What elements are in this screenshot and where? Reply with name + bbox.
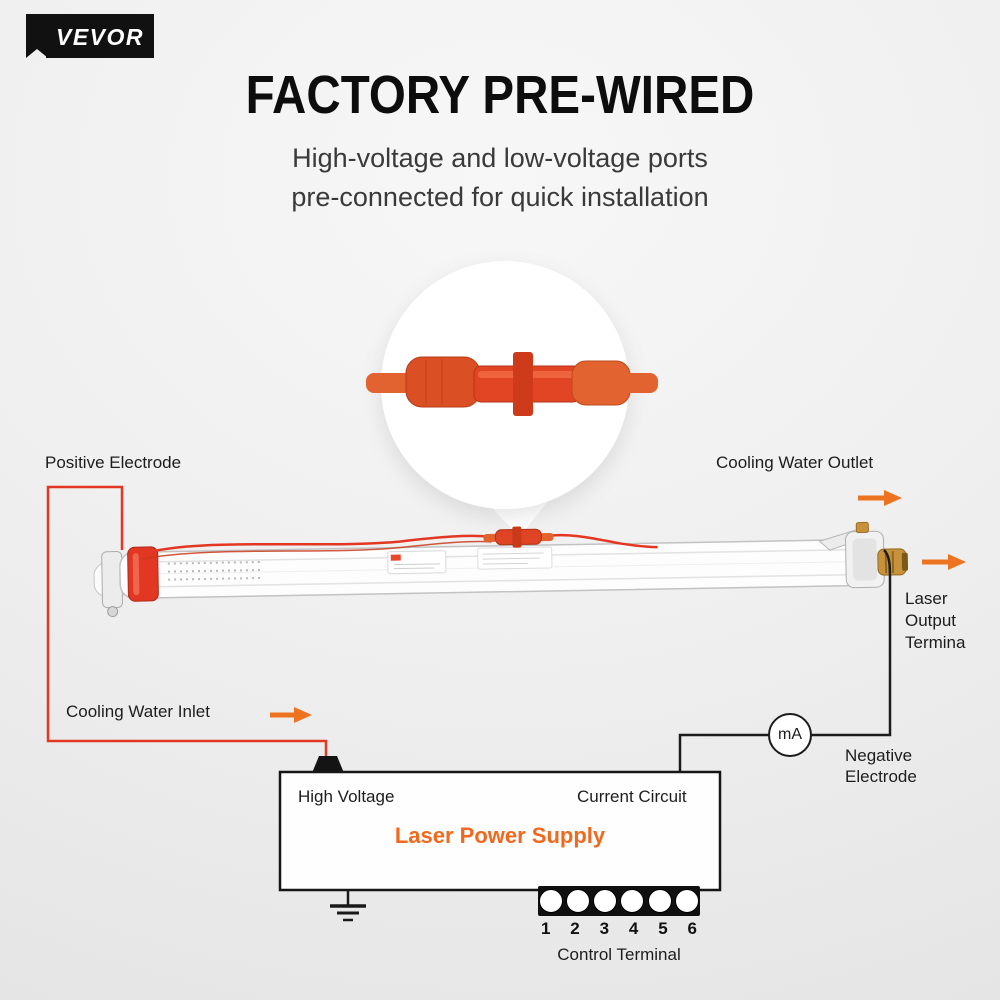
laser-beam-arrow-icon (922, 554, 966, 570)
terminal-number: 6 (687, 919, 697, 938)
power-supply-title: Laser Power Supply (394, 823, 606, 848)
label-positive-electrode: Positive Electrode (45, 453, 182, 472)
tube-spec-sticker (477, 546, 553, 570)
terminal-number: 2 (570, 919, 580, 938)
hv-plug (312, 756, 344, 773)
laser-output-line: Output (905, 611, 957, 630)
tube-red-wire (545, 533, 658, 549)
vevor-logo: VEVOR (26, 14, 154, 58)
tube-red-wire-strand (141, 540, 492, 560)
page-title: FACTORY PRE-WIRED (245, 65, 755, 125)
inline-connector (483, 526, 554, 548)
tube-inner-line (130, 573, 851, 589)
cap-highlight (132, 553, 140, 596)
terminal-numbers: 1 2 3 4 5 6 (541, 919, 697, 939)
terminal-number: 3 (599, 919, 610, 938)
terminal-block (538, 886, 700, 916)
bracket-inner (852, 538, 878, 581)
label-negative-electrode: Negative Electrode (845, 745, 917, 787)
negative-circuit-wire (678, 549, 892, 773)
terminal-number: 4 (628, 919, 639, 938)
cooling-coil-texture (167, 560, 263, 581)
tube-red-wire (141, 534, 492, 556)
logo-flag (26, 14, 48, 58)
negative-electrode-line: Negative (845, 746, 913, 765)
ammeter-label: mA (778, 726, 802, 743)
tube-label-sticker (387, 550, 447, 575)
label-current-circuit: Current Circuit (577, 787, 687, 806)
ground-symbol (330, 890, 366, 922)
laser-output-line: Laser (905, 589, 948, 608)
power-supply-box (278, 770, 722, 892)
label-high-voltage: High Voltage (298, 787, 395, 806)
outlet-flow-arrow-icon (858, 490, 902, 506)
laser-output-nozzle (877, 548, 909, 576)
logo-text: VEVOR (56, 24, 144, 50)
subtitle-line-2: pre-connected for quick installation (291, 182, 709, 212)
bracket-bolt (855, 521, 869, 534)
ammeter-circle (768, 713, 812, 757)
terminal-number: 5 (658, 919, 668, 938)
left-mount-bolt (107, 606, 119, 618)
connector-closeup (366, 352, 658, 416)
laser-output-line: Termina (905, 633, 966, 652)
label-cooling-water-outlet: Cooling Water Outlet (716, 453, 874, 472)
inlet-flow-arrow-icon (270, 707, 312, 723)
positive-circuit-wire (46, 485, 328, 758)
label-control-terminal: Control Terminal (557, 945, 681, 964)
terminal-number: 1 (541, 919, 551, 938)
label-cooling-water-inlet: Cooling Water Inlet (66, 702, 210, 721)
negative-electrode-line: Electrode (845, 767, 917, 786)
subtitle-line-1: High-voltage and low-voltage ports (292, 143, 708, 173)
logo-banner (46, 14, 154, 58)
label-laser-output-terminal: Laser Output Termina (905, 588, 965, 654)
laser-tube (93, 521, 909, 618)
